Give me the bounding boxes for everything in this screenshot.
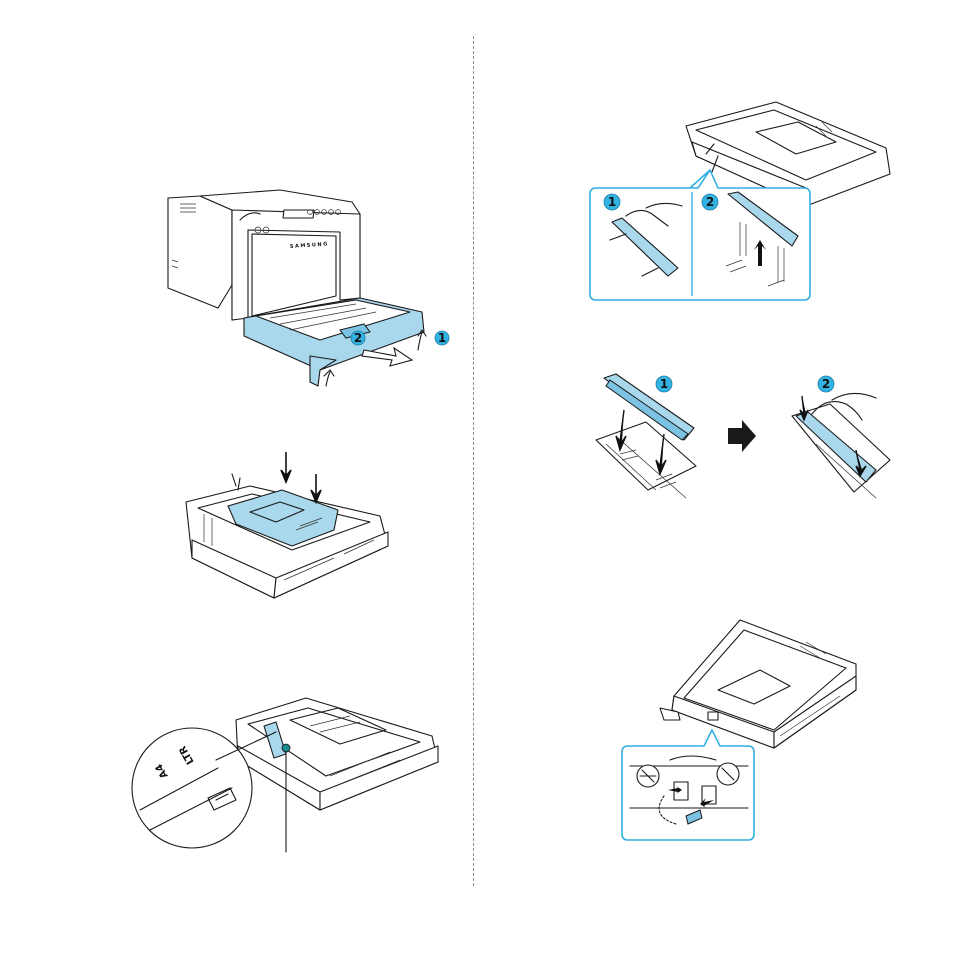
figure-size-guide: A4 LTR — [140, 680, 440, 855]
column-divider — [473, 36, 474, 886]
svg-text:1: 1 — [608, 195, 616, 209]
pull-arrow — [362, 348, 412, 366]
figure-remove-tray: SAMSUNG 2 1 — [160, 190, 460, 400]
press-arrow-left — [281, 452, 291, 482]
insert-step-2: 2 — [818, 376, 834, 392]
figure-adjust-lever — [620, 620, 860, 840]
next-arrow — [728, 420, 756, 452]
insert-step-1: 1 — [656, 376, 672, 392]
figure-remove-guide: 1 2 — [586, 96, 896, 306]
figure-press-plate — [184, 450, 394, 600]
step-badge-1: 1 — [435, 331, 449, 345]
svg-text:2: 2 — [706, 195, 714, 209]
step-badge-2: 2 — [351, 331, 365, 345]
svg-text:2: 2 — [354, 331, 362, 345]
svg-text:1: 1 — [438, 331, 446, 345]
svg-text:1: 1 — [660, 377, 668, 391]
figure-insert-guide: 1 2 — [586, 370, 896, 515]
svg-text:2: 2 — [822, 377, 830, 391]
callout-step-1: 1 — [604, 194, 620, 210]
press-arrow-right — [311, 474, 321, 502]
callout-step-2: 2 — [702, 194, 718, 210]
